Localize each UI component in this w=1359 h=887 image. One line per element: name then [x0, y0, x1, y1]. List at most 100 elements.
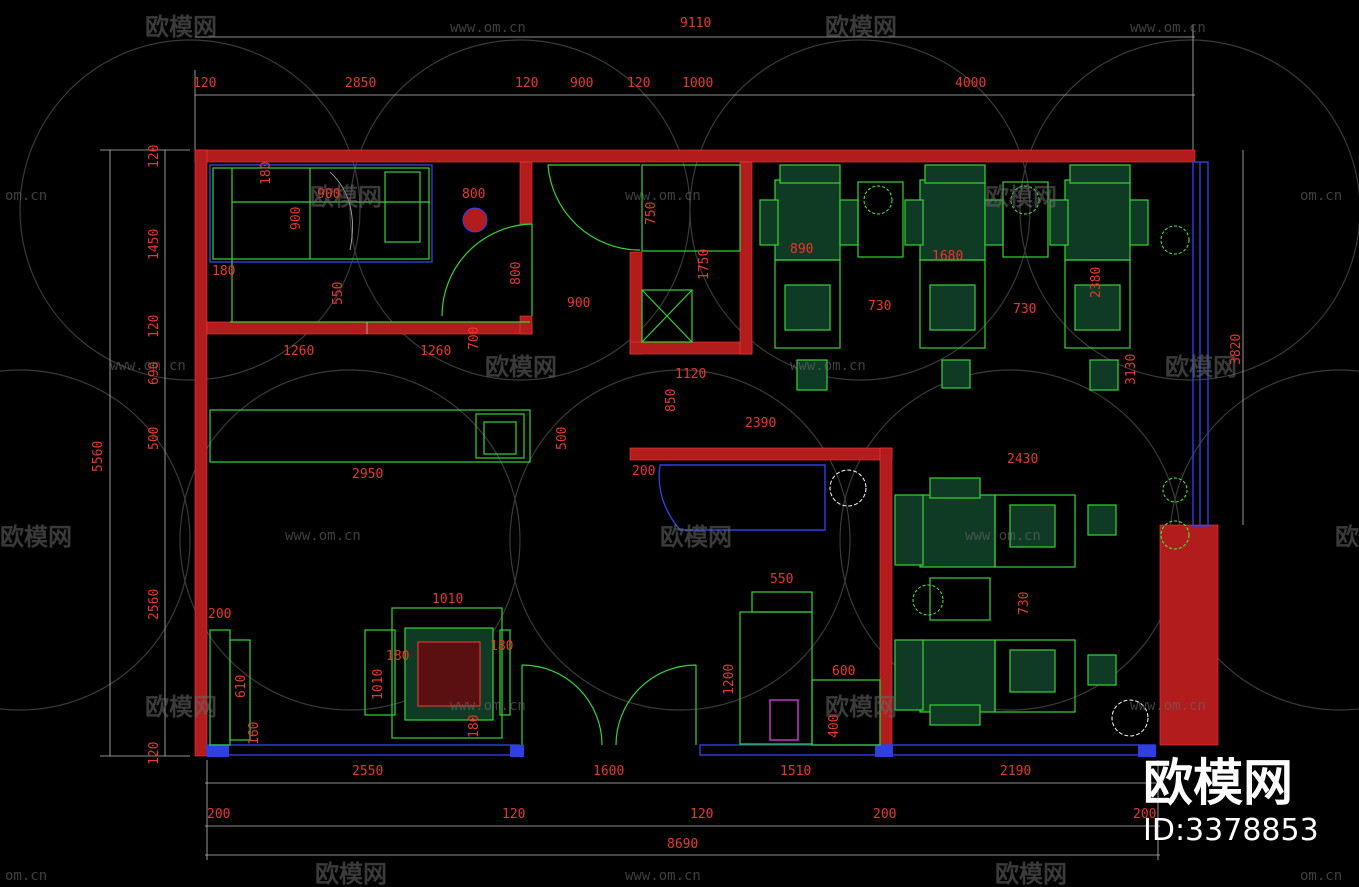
dim-interior: 1260 [420, 344, 451, 359]
dim-interior: 500 [555, 427, 570, 450]
dimensions-top: 9110 120 2850 120 900 120 1000 4000 [193, 16, 986, 91]
watermark-url: www.om.cn [1130, 20, 1206, 36]
watermark-brand: 欧模网 [995, 860, 1067, 887]
furniture [209, 164, 1190, 746]
watermark-url: om.cn [5, 188, 47, 204]
watermark-brand: 欧模网 [0, 523, 72, 551]
dim-interior: 800 [509, 262, 524, 285]
watermark-brand: 欧模网 [825, 693, 897, 721]
massage-bed-3 [1049, 164, 1149, 349]
dim-left: 120 [147, 742, 162, 765]
dim-interior: 750 [644, 202, 659, 225]
dim-interior: 730 [1013, 302, 1036, 317]
dim-interior: 600 [832, 664, 855, 679]
watermark-url: om.cn [1300, 188, 1342, 204]
watermark-url: www.om.cn [110, 358, 186, 374]
watermark-url: www.om.cn [450, 20, 526, 36]
dim-left: 120 [147, 145, 162, 168]
dim-interior: 1010 [432, 592, 463, 607]
dim-interior: 200 [208, 607, 231, 622]
dim-interior: 730 [868, 299, 891, 314]
dim-left: 1450 [147, 229, 162, 260]
dim-top: 120 [515, 76, 538, 91]
dim-interior: 610 [234, 675, 249, 698]
dim-interior: 2390 [745, 416, 776, 431]
massage-bed-5 [894, 639, 1076, 726]
watermark-brand: 欧模网 [315, 860, 387, 887]
dim-bottom: 200 [207, 807, 230, 822]
brand-stamp: 欧模网 ID:3378853 [1143, 754, 1319, 848]
dim-top: 1000 [682, 76, 713, 91]
dimension-lines [100, 25, 1244, 860]
dim-interior: 160 [247, 722, 262, 745]
dim-interior: 900 [317, 187, 340, 202]
dim-interior: 200 [632, 464, 655, 479]
watermarks: 欧模网 www.om.cn 欧模网 www.om.cn om.cn 欧模网 ww… [0, 13, 1359, 887]
dimensions-interior: 180 900 900 800 800 750 1750 550 900 180… [208, 162, 1244, 745]
watermark-url: www.om.cn [450, 698, 526, 714]
dim-left: 120 [147, 315, 162, 338]
dim-interior: 2430 [1007, 452, 1038, 467]
massage-bed-1 [759, 164, 859, 349]
dim-interior: 3130 [1124, 354, 1139, 385]
dim-interior: 1260 [283, 344, 314, 359]
watermark-url: www.om.cn [625, 868, 701, 884]
massage-bed-2 [904, 164, 1004, 349]
dimensions-left: 120 1450 120 690 500 5560 2560 120 [91, 145, 162, 765]
watermark-brand: 欧模网 [825, 13, 897, 41]
dim-top: 4000 [955, 76, 986, 91]
dim-interior: 850 [664, 389, 679, 412]
dim-bottom: 120 [690, 807, 713, 822]
dim-left: 690 [147, 362, 162, 385]
massage-bed-4 [894, 477, 1076, 568]
dim-interior: 2950 [352, 467, 383, 482]
dim-bottom: 2550 [352, 764, 383, 779]
dim-interior: 180 [212, 264, 235, 279]
dim-top: 2850 [345, 76, 376, 91]
dim-interior: 1680 [932, 249, 963, 264]
dim-bottom: 200 [1133, 807, 1156, 822]
watermark-url: om.cn [1300, 868, 1342, 884]
dim-interior: 900 [567, 296, 590, 311]
dim-left: 2560 [147, 589, 162, 620]
dim-total-bottom: 8690 [667, 837, 698, 852]
dim-interior: 180 [490, 639, 513, 654]
dim-interior: 400 [827, 715, 842, 738]
watermark-brand: 欧模网 [145, 693, 217, 721]
windows [206, 161, 1209, 757]
dim-bottom: 1510 [780, 764, 811, 779]
dim-interior: 1010 [371, 669, 386, 700]
dim-bottom: 120 [502, 807, 525, 822]
dim-interior: 550 [331, 282, 346, 305]
dim-bottom: 2190 [1000, 764, 1031, 779]
dim-top: 120 [193, 76, 216, 91]
walls [194, 149, 1219, 757]
watermark-url: www.om.cn [965, 528, 1041, 544]
dim-interior: 1120 [675, 367, 706, 382]
dim-interior: 900 [289, 207, 304, 230]
dim-interior: 890 [790, 242, 813, 257]
dim-interior: 700 [467, 327, 482, 350]
dim-bottom: 200 [873, 807, 896, 822]
brand-stamp-id: ID:3378853 [1143, 813, 1319, 848]
watermark-brand: 欧模网 [145, 13, 217, 41]
dim-total-height: 5560 [91, 441, 106, 472]
watermark-brand: 欧模网 [985, 183, 1057, 211]
dim-interior: 1200 [722, 664, 737, 695]
dim-interior: 180 [467, 715, 482, 738]
dimensions-bottom: 2550 1600 1510 2190 200 120 120 200 200 … [207, 764, 1156, 852]
watermark-brand: 欧模网 [660, 523, 732, 551]
dim-interior: 2380 [1089, 267, 1104, 298]
dim-interior: 730 [1017, 592, 1032, 615]
dim-interior: 1750 [697, 249, 712, 280]
dim-interior: 180 [259, 162, 274, 185]
watermark-url: www.om.cn [790, 358, 866, 374]
dim-interior: 800 [462, 187, 485, 202]
watermark-url: www.om.cn [285, 528, 361, 544]
dim-left: 500 [147, 427, 162, 450]
watermark-brand: 欧模网 [1165, 353, 1237, 381]
dim-top: 120 [627, 76, 650, 91]
dim-interior: 180 [386, 649, 409, 664]
brand-stamp-title: 欧模网 [1143, 754, 1293, 812]
